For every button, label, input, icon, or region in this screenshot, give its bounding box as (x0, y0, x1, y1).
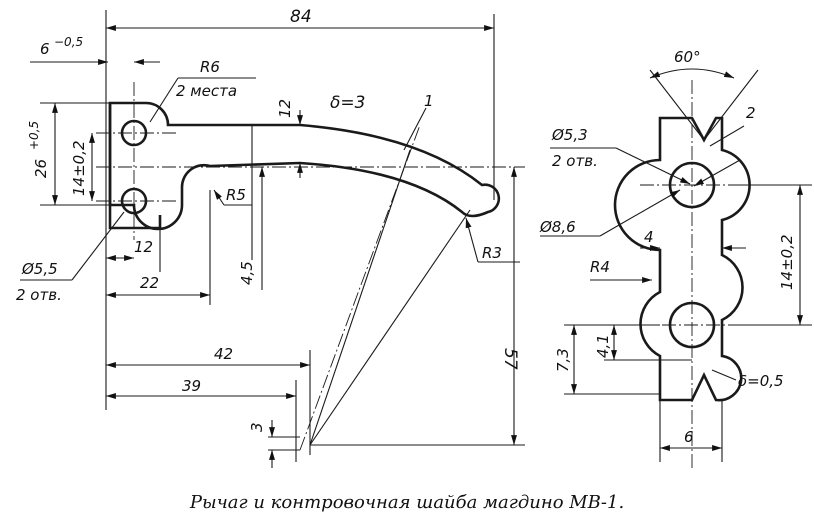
dim-26: 26 (32, 159, 50, 178)
washer-part: 60° 2 Ø5,3 2 отв. Ø8,6 4 R4 14±0,2 7,3 4… (539, 48, 812, 470)
dim-washer-r4: R4 (590, 258, 610, 276)
lever-tab (108, 103, 162, 230)
dim-12-bottom: 12 (134, 238, 153, 256)
part-number-2: 2 (746, 104, 756, 122)
dim-washer-angle: 60° (674, 48, 701, 66)
dim-washer-4: 4 (644, 228, 654, 246)
dim-washer-hole-note: 2 отв. (552, 152, 598, 170)
dim-39: 39 (182, 377, 201, 395)
dim-26-tol: +0,5 (27, 121, 41, 150)
dim-washer-7-3: 7,3 (554, 348, 572, 372)
dim-r5: R5 (226, 186, 246, 204)
dim-lever-hole-note: 2 отв. (16, 286, 62, 304)
dim-washer-hole: Ø5,3 (551, 126, 588, 144)
dim-57: 57 (500, 348, 520, 370)
lever-outline (108, 101, 501, 231)
part-number-1: 1 (424, 92, 434, 110)
dim-washer-6: 6 (684, 428, 694, 446)
dim-42: 42 (214, 345, 233, 363)
dim-overall-width: 84 (290, 7, 312, 27)
dim-washer-4-1: 4,1 (594, 334, 612, 358)
dim-12-top: 12 (276, 99, 294, 118)
dim-washer-delta: δ=0,5 (738, 372, 784, 390)
dim-4-5: 4,5 (238, 261, 256, 285)
dim-3: 3 (248, 422, 266, 432)
dim-14-lever: 14±0,2 (70, 140, 88, 196)
dim-lever-hole: Ø5,5 (21, 260, 58, 278)
dim-r6: R6 (200, 58, 220, 76)
figure-caption: Рычаг и контровочная шайба магдино МВ-1. (189, 492, 625, 513)
dim-washer-outer: Ø8,6 (539, 218, 576, 236)
dim-tab-thickness: 6 (40, 40, 50, 58)
dim-lever-delta: δ=3 (330, 93, 365, 113)
dim-r3: R3 (482, 244, 502, 262)
dim-washer-14: 14±0,2 (778, 234, 796, 290)
lever-part: 84 6 −0,5 R6 2 места δ=3 1 12 26 +0,5 14… (16, 7, 525, 468)
dim-22: 22 (140, 274, 159, 292)
dim-r6-note: 2 места (176, 82, 237, 100)
dim-tab-thickness-tol: −0,5 (54, 35, 83, 49)
washer-outline (613, 116, 751, 402)
